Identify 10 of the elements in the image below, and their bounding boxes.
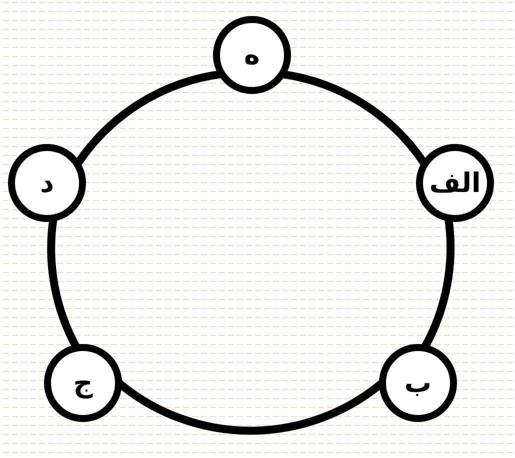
circle-node — [416, 144, 494, 222]
connector-arc — [282, 70, 428, 166]
circle-node — [8, 144, 86, 222]
circle-node — [213, 16, 291, 94]
node-label: ج — [73, 368, 93, 398]
node-label: ب — [404, 368, 432, 398]
node-label: ه — [244, 40, 260, 70]
node-label: الف — [429, 168, 481, 198]
connector-arc — [74, 70, 222, 166]
node-label: د — [40, 168, 54, 198]
